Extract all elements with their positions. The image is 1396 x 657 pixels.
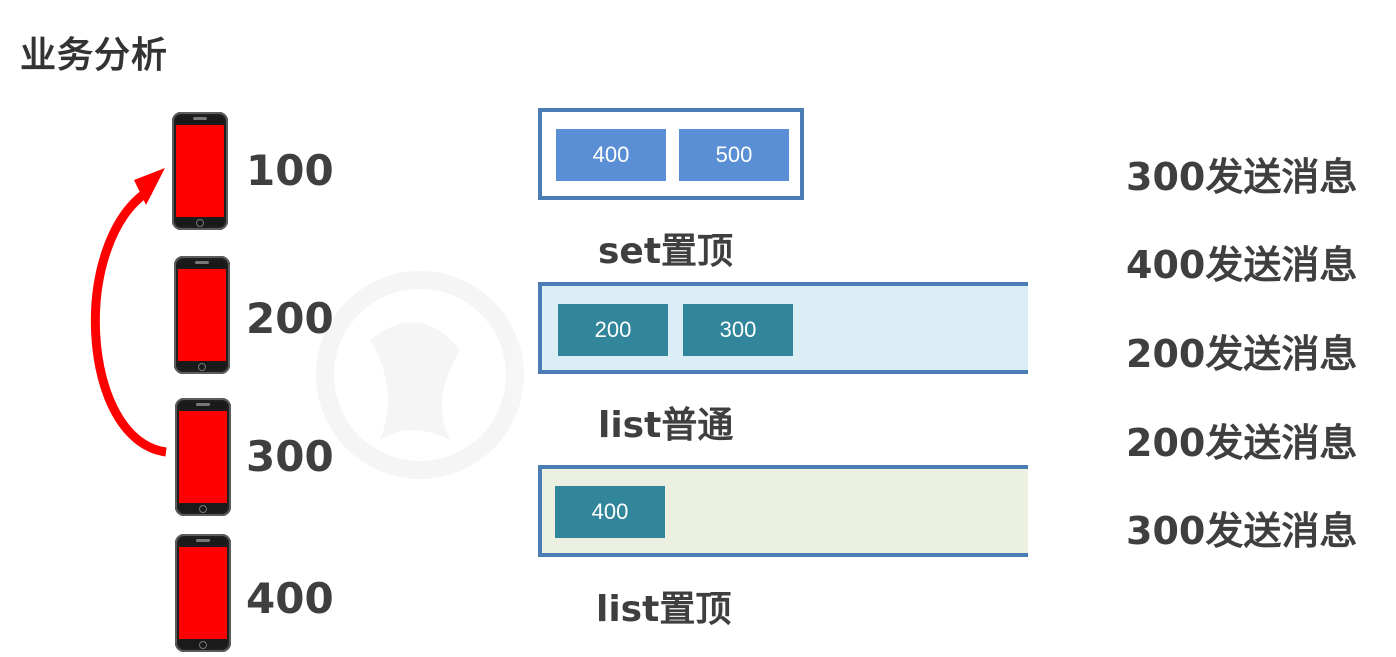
list-top-label: list置顶 bbox=[596, 589, 732, 630]
list-normal-item: 200 bbox=[558, 304, 668, 356]
message-line: 200发送消息 bbox=[1126, 421, 1358, 465]
curved-arrow bbox=[90, 186, 167, 457]
message-line: 200发送消息 bbox=[1126, 332, 1358, 376]
phone-label: 400 bbox=[246, 574, 334, 623]
list-normal-label: list普通 bbox=[598, 405, 734, 446]
phone-icon bbox=[172, 112, 228, 230]
curved-arrow-head bbox=[134, 168, 165, 205]
phone-label: 100 bbox=[246, 146, 334, 195]
phone-icon bbox=[174, 256, 230, 374]
phone-label: 300 bbox=[246, 432, 334, 481]
page-title: 业务分析 bbox=[20, 35, 169, 76]
message-line: 300发送消息 bbox=[1126, 155, 1358, 199]
set-top-label: set置顶 bbox=[598, 231, 734, 272]
set-item: 400 bbox=[556, 129, 666, 181]
phone-label: 200 bbox=[246, 294, 334, 343]
set-item: 500 bbox=[679, 129, 789, 181]
list-normal-item: 300 bbox=[683, 304, 793, 356]
message-line: 300发送消息 bbox=[1126, 509, 1358, 553]
list-top-panel: 400 bbox=[538, 465, 1028, 557]
phone-icon bbox=[175, 398, 231, 516]
set-top-panel: 400 500 bbox=[538, 108, 804, 200]
phone-icon bbox=[175, 534, 231, 652]
watermark-logo bbox=[316, 271, 524, 479]
list-top-item: 400 bbox=[555, 486, 665, 538]
list-normal-panel: 200 300 bbox=[538, 282, 1028, 374]
message-line: 400发送消息 bbox=[1126, 243, 1358, 287]
